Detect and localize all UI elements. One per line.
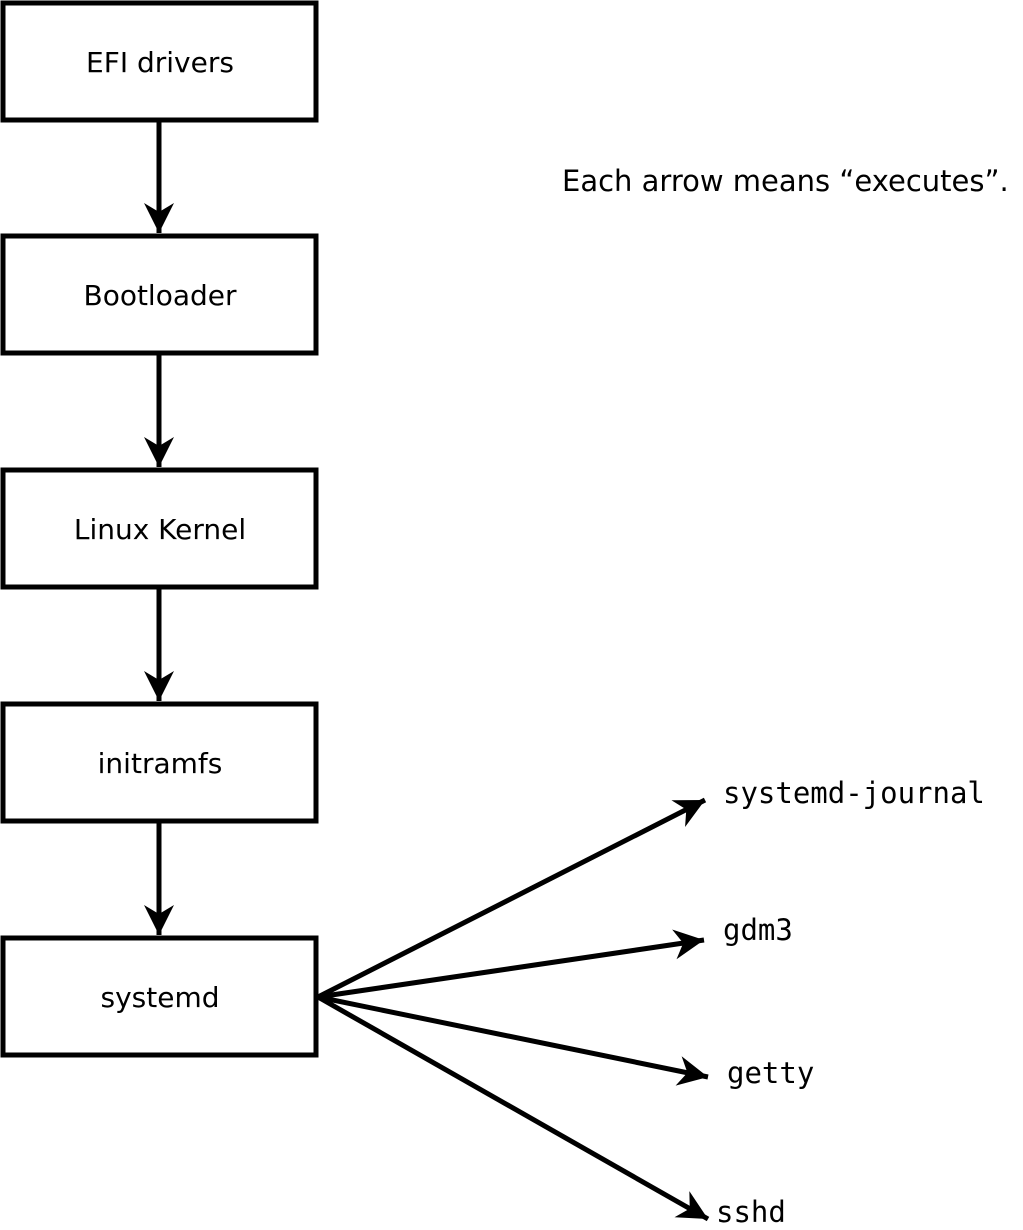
box-bootloader [0, 233, 319, 356]
box-efi-drivers [0, 0, 319, 123]
arrow-systemd-to-gdm3 [317, 929, 705, 1000]
label-sshd: sshd [716, 1195, 786, 1229]
arrow-systemd-to-journal [316, 797, 707, 1000]
box-initramfs [0, 701, 319, 824]
label-initramfs: initramfs [98, 747, 223, 780]
box-linux-kernel [0, 467, 319, 590]
box-systemd [0, 935, 319, 1058]
arrow-systemd-to-getty [317, 994, 709, 1086]
label-systemd: systemd [101, 981, 220, 1014]
arrow-systemd-to-sshd [316, 994, 710, 1222]
label-gdm3: gdm3 [723, 913, 793, 947]
label-getty: getty [727, 1056, 814, 1090]
note-arrow-meaning: Each arrow means “executes”. [562, 164, 1009, 198]
label-systemd-journal: systemd-journal [723, 776, 985, 810]
label-efi-drivers: EFI drivers [86, 46, 234, 79]
label-linux-kernel: Linux Kernel [74, 513, 246, 546]
label-bootloader: Bootloader [83, 279, 237, 312]
